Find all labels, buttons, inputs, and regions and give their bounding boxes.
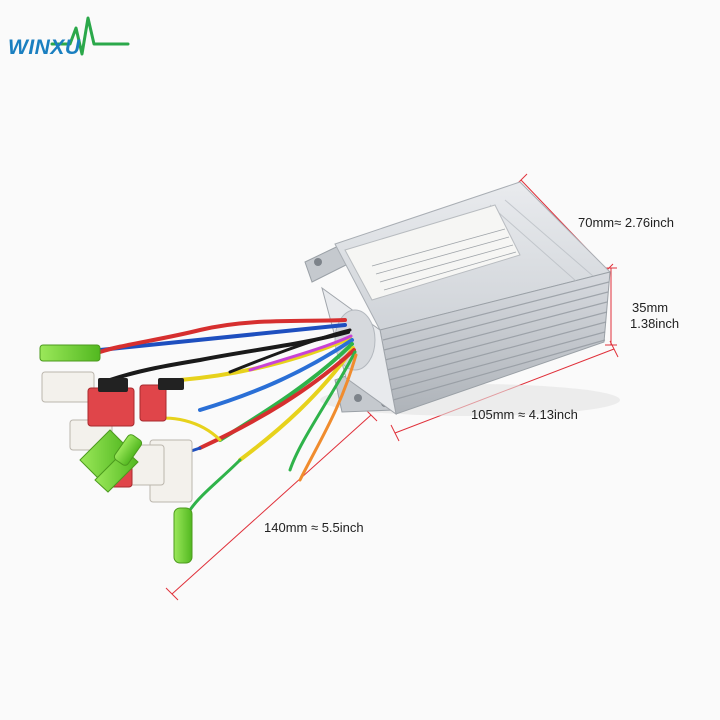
height-dimension-mm: 35mm: [632, 300, 669, 315]
controller-housing: [304, 181, 620, 416]
height-dimension-inch: 1.38inch: [630, 316, 680, 331]
cable-bundle: [98, 318, 358, 512]
cable-dimension-label: 140mm ≈ 5.5inch: [264, 520, 364, 535]
length-dimension-label: 105mm ≈ 4.13inch: [471, 407, 578, 422]
width-dimension-label: 70mm≈ 2.76inch: [578, 215, 675, 230]
connectors: [39, 344, 193, 564]
brand-logo: WINXU: [8, 36, 81, 59]
brand-wave-icon: [50, 16, 130, 56]
